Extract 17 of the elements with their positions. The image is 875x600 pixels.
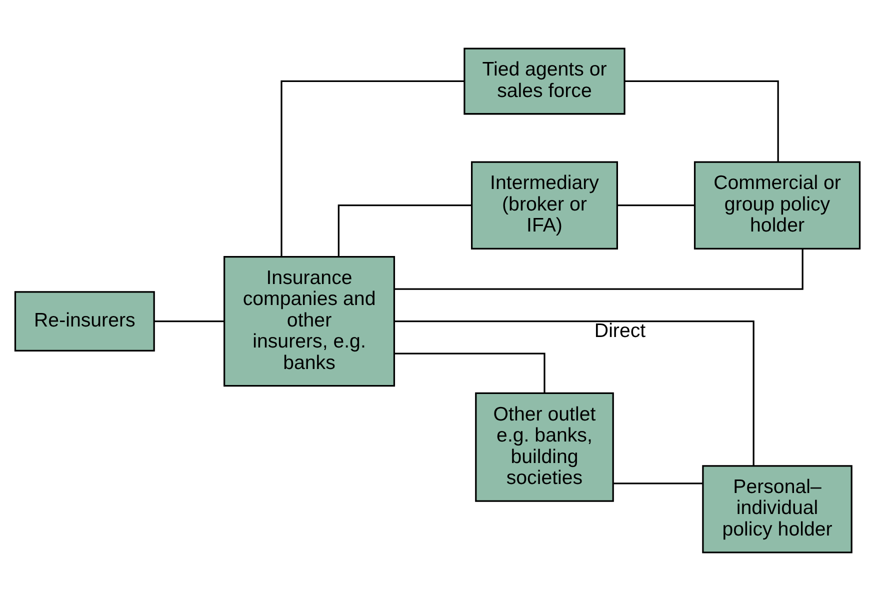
connector xyxy=(394,352,546,392)
connector xyxy=(280,80,464,256)
connector xyxy=(614,482,703,484)
connector xyxy=(154,320,224,322)
connector xyxy=(618,204,694,206)
node-box: Intermediary (broker or IFA) xyxy=(470,160,618,249)
node-box: Commercial or group policy holder xyxy=(694,160,861,249)
connector xyxy=(338,204,472,256)
connector xyxy=(624,80,779,162)
node-box: Insurance companies and other insurers, e.g. banks xyxy=(224,255,396,386)
edge-label: Direct xyxy=(594,320,646,342)
connector xyxy=(394,320,754,466)
node-box: Other outlet e.g. banks, building societies xyxy=(475,392,614,502)
node-box: Tied agents or sales force xyxy=(464,47,626,114)
connector xyxy=(394,248,804,290)
node-box: Re-insurers xyxy=(14,290,155,352)
node-box: Personal– individual policy holder xyxy=(702,464,852,553)
